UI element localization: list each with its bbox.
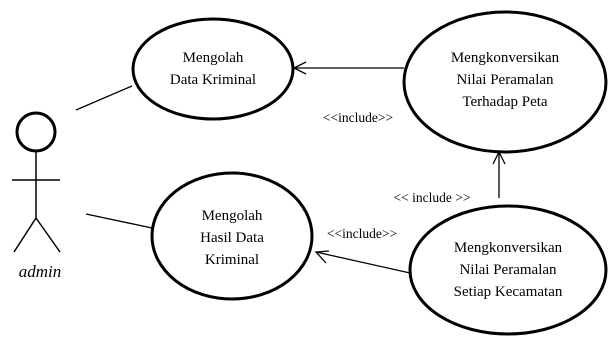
use-case-label-mengolah-data: Mengolah Data Kriminal	[170, 47, 256, 91]
use-case-line: Mengolah	[182, 50, 244, 66]
use-case-label-mengolah-hasil: Mengolah Hasil Data Kriminal	[200, 205, 264, 271]
use-case-line: Terhadap Peta	[462, 94, 548, 110]
use-case-konversi-kecamatan	[408, 204, 608, 336]
use-case-line: Nilai Peramalan	[459, 262, 557, 278]
include-label-bottom: <<include>>	[326, 226, 398, 241]
use-case-line: Hasil Data	[200, 230, 264, 246]
actor-name: admin	[18, 262, 62, 281]
include-label-top: <<include>>	[322, 110, 394, 125]
association-line-mengolah-hasil	[85, 213, 153, 229]
use-case-line: Data Kriminal	[169, 72, 257, 88]
use-case-line: Mengolah	[201, 208, 263, 224]
use-case-line: Nilai Peramalan	[456, 72, 554, 88]
use-case-label-konversi-kecamatan: Mengkonversikan Nilai Peramalan Setiap K…	[454, 237, 563, 303]
include-arrowhead-bottom	[314, 250, 330, 264]
use-case-line: Mengkonversikan	[450, 50, 560, 66]
actor-right-leg	[35, 217, 61, 253]
actor-figure	[12, 111, 61, 253]
actor-head	[15, 111, 57, 153]
use-case-line: Setiap Kecamatan	[453, 284, 563, 300]
use-case-mengolah-data	[131, 17, 295, 121]
association-line-mengolah-data	[75, 85, 133, 111]
use-case-mengolah-hasil	[150, 171, 314, 301]
use-case-line: Mengkonversikan	[453, 240, 563, 256]
actor-left-leg	[13, 217, 37, 253]
use-case-line: Kriminal	[204, 252, 260, 268]
include-label-middle: << include >>	[393, 190, 471, 205]
include-line-bottom	[315, 251, 411, 274]
use-case-konversi-peta	[402, 10, 608, 154]
use-case-label-konversi-peta: Mengkonversikan Nilai Peramalan Terhadap…	[451, 47, 559, 113]
